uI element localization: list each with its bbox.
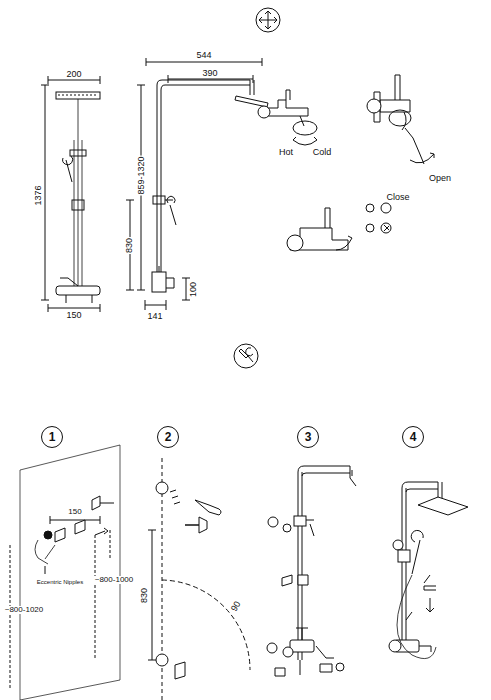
step-number-circle: 3: [297, 426, 319, 448]
step-number: 2: [165, 430, 172, 444]
dimension-label: 200: [65, 70, 82, 79]
operation-label: Open: [428, 174, 452, 183]
dimension-label: 859-1320: [136, 155, 145, 195]
step-number-circle: 4: [402, 426, 424, 448]
operation-label: Close: [385, 193, 410, 202]
dimension-label: 100: [190, 280, 199, 297]
dimension-label: 544: [195, 51, 212, 60]
dimension-label: ~800-1000: [94, 576, 134, 584]
step-number-circle: 2: [157, 426, 179, 448]
dimension-label: 830: [126, 236, 135, 253]
part-label: Eccentric Nipples: [36, 579, 84, 585]
dimension-label: 150: [65, 311, 82, 320]
dimension-label: ~800-1020: [4, 606, 44, 614]
step-number: 3: [305, 430, 312, 444]
operation-label: Hot: [278, 148, 294, 157]
dimension-label: 150: [67, 508, 82, 516]
dimension-label: 1376: [34, 184, 43, 206]
dimension-label: 90: [229, 599, 243, 614]
dimension-label: 830: [141, 586, 150, 603]
step-number-circle: 1: [41, 426, 63, 448]
step-number: 4: [410, 430, 417, 444]
step-number: 1: [49, 430, 56, 444]
dimension-label: 390: [201, 69, 218, 78]
dimension-label: 141: [146, 312, 163, 321]
operation-label: Cold: [312, 148, 333, 157]
